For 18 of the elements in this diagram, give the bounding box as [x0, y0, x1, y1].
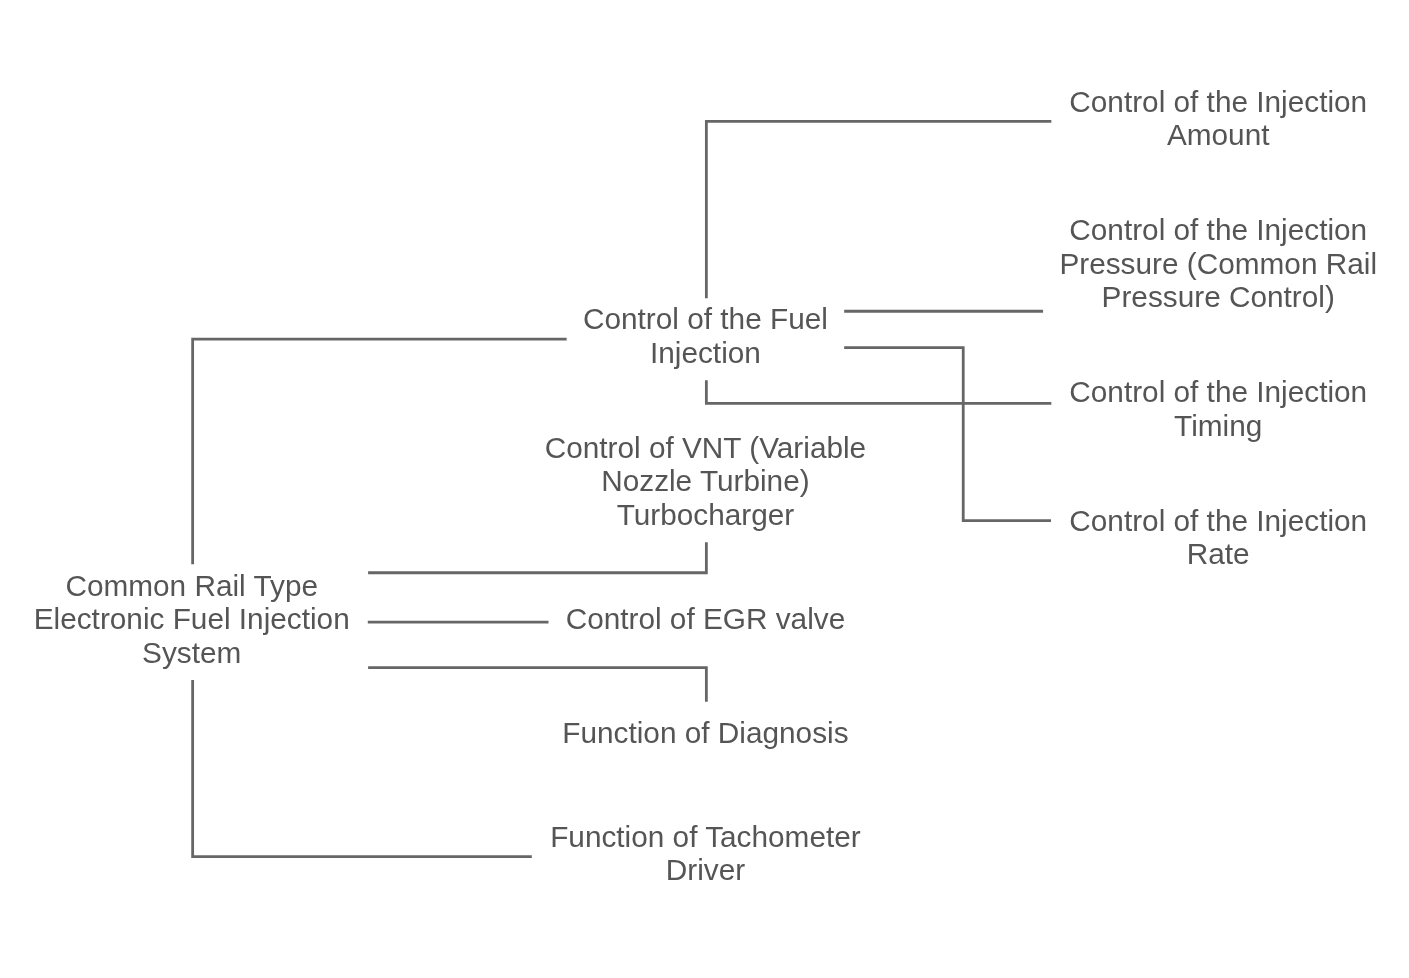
node-text: Common Rail Type Electronic Fuel Injection System	[33, 568, 350, 669]
connector	[844, 309, 1044, 313]
node-text: Control of the Injection Timing	[1069, 375, 1368, 442]
node-text: Control of VNT (Variable Nozzle Turbine) Turbocharger	[544, 430, 867, 531]
connector	[191, 337, 567, 565]
connector	[368, 666, 708, 702]
node-text: Control of the Injection Amount	[1069, 84, 1368, 152]
node-text: Control of the Fuel Injection	[582, 302, 828, 369]
connector	[844, 346, 1051, 523]
node-text: Function of Diagnosis	[562, 715, 849, 749]
connector	[368, 542, 708, 575]
connector	[367, 620, 549, 624]
node-text: Function of Tachometer Driver	[550, 819, 861, 887]
connector	[191, 680, 532, 858]
node-text: Control of EGR valve	[565, 602, 846, 636]
node-text: Control of the Injection Pressure (Common Rail Pressure Control)	[1059, 213, 1378, 314]
node-text: Control of the Injection Rate	[1069, 503, 1368, 571]
connector	[704, 120, 1052, 299]
